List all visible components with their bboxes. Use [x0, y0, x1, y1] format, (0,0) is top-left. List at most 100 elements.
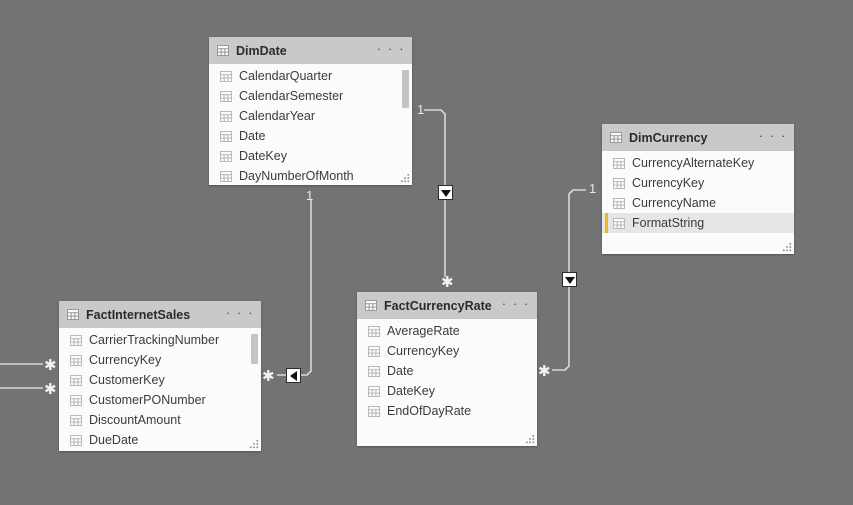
field-label: CurrencyKey: [89, 353, 162, 367]
field-label: DateKey: [387, 384, 435, 398]
arrow-triangle-icon: [440, 189, 451, 197]
field-label: DueDate: [89, 433, 139, 447]
field-label: CarrierTrackingNumber: [89, 333, 220, 347]
table-header-factcurrencyrate[interactable]: FactCurrencyRate · · ·: [357, 292, 537, 319]
table-grid-icon: [70, 354, 82, 366]
table-grid-icon: [70, 414, 82, 426]
table-grid-icon: [220, 170, 232, 182]
field-label: DayNumberOfMonth: [239, 169, 354, 183]
table-grid-icon: [368, 325, 380, 337]
field-row[interactable]: DayNumberOfMonth: [209, 166, 412, 185]
cardinality-one-label: 1: [417, 102, 425, 117]
table-grid-icon: [217, 45, 229, 56]
field-row[interactable]: CurrencyKey: [59, 350, 261, 370]
field-label: CustomerKey: [89, 373, 165, 387]
table-more-options-button[interactable]: · · ·: [225, 304, 254, 320]
table-grid-icon: [70, 394, 82, 406]
field-label: CurrencyAlternateKey: [632, 156, 755, 170]
cross-filter-direction-arrow[interactable]: [562, 272, 577, 287]
field-row[interactable]: CurrencyAlternateKey: [602, 153, 794, 173]
table-grid-icon: [220, 90, 232, 102]
field-row[interactable]: DateKey: [209, 146, 412, 166]
field-row[interactable]: DateKey: [357, 381, 537, 401]
table-more-options-button[interactable]: · · ·: [501, 295, 530, 311]
table-title: FactInternetSales: [86, 307, 191, 322]
arrow-triangle-icon: [564, 276, 575, 284]
table-card-factinternetsales[interactable]: FactInternetSales · · · CarrierTrackingNum…: [59, 301, 261, 451]
field-row[interactable]: CalendarQuarter: [209, 66, 412, 86]
cross-filter-direction-arrow[interactable]: [286, 368, 301, 383]
field-row[interactable]: CurrencyName: [602, 193, 794, 213]
table-more-options-button[interactable]: · · ·: [758, 127, 787, 143]
field-label: CalendarQuarter: [239, 69, 333, 83]
table-grid-icon: [610, 132, 622, 143]
table-grid-icon: [613, 177, 625, 189]
field-row[interactable]: CarrierTrackingNumber: [59, 330, 261, 350]
field-row[interactable]: EndOfDayRate: [357, 401, 537, 421]
table-grid-icon: [220, 150, 232, 162]
field-label: AverageRate: [387, 324, 460, 338]
table-grid-icon: [70, 334, 82, 346]
arrow-triangle-icon: [290, 370, 297, 381]
cardinality-one-label: 1: [589, 181, 597, 196]
field-label: DateKey: [239, 149, 287, 163]
table-grid-icon: [368, 385, 380, 397]
cardinality-many-marker: ✱: [441, 274, 454, 291]
field-label: EndOfDayRate: [387, 404, 472, 418]
table-grid-icon: [67, 309, 79, 320]
field-row[interactable]: CurrencyKey: [357, 341, 537, 361]
field-row[interactable]: CustomerPONumber: [59, 390, 261, 410]
table-grid-icon: [70, 374, 82, 386]
field-label: CurrencyKey: [387, 344, 460, 358]
field-row[interactable]: AverageRate: [357, 321, 537, 341]
field-label: DiscountAmount: [89, 413, 181, 427]
cardinality-many-marker: ✱: [44, 381, 57, 398]
cardinality-many-marker: ✱: [538, 363, 551, 380]
resize-grip-icon[interactable]: [250, 440, 259, 449]
field-row[interactable]: CurrencyKey: [602, 173, 794, 193]
table-grid-icon: [613, 197, 625, 209]
table-grid-icon: [365, 300, 377, 311]
field-row[interactable]: CalendarYear: [209, 106, 412, 126]
table-header-dimcurrency[interactable]: DimCurrency· · ·: [602, 124, 794, 151]
field-row[interactable]: Date: [209, 126, 412, 146]
field-row[interactable]: CalendarSemester: [209, 86, 412, 106]
table-grid-icon: [613, 217, 625, 229]
field-row[interactable]: DueDate: [59, 430, 261, 450]
table-grid-icon: [368, 405, 380, 417]
field-list-scrollbar[interactable]: [402, 70, 409, 108]
field-list-scrollbar[interactable]: [251, 334, 258, 364]
field-row[interactable]: Date: [357, 361, 537, 381]
table-header-dimdate[interactable]: DimDate · · ·: [209, 37, 412, 64]
table-more-options-button[interactable]: · · ·: [376, 40, 405, 56]
relationship-line[interactable]: [277, 199, 312, 376]
field-row[interactable]: CustomerKey: [59, 370, 261, 390]
field-label: CustomerPONumber: [89, 393, 206, 407]
table-title: FactCurrencyRate: [384, 298, 492, 313]
resize-grip-icon[interactable]: [526, 435, 535, 444]
field-row[interactable]: DiscountAmount: [59, 410, 261, 430]
resize-grip-icon[interactable]: [783, 243, 792, 252]
field-label: CalendarYear: [239, 109, 315, 123]
field-label: FormatString: [632, 216, 705, 230]
field-label: CalendarSemester: [239, 89, 344, 103]
field-label: Date: [239, 129, 266, 143]
resize-grip-icon[interactable]: [401, 174, 410, 183]
table-header-factinternetsales[interactable]: FactInternetSales · · ·: [59, 301, 261, 328]
table-grid-icon: [368, 365, 380, 377]
table-title: DimDate: [236, 43, 287, 58]
table-grid-icon: [220, 130, 232, 142]
cross-filter-direction-arrow[interactable]: [438, 185, 453, 200]
table-grid-icon: [70, 434, 82, 446]
field-label: CurrencyKey: [632, 176, 705, 190]
field-row-selected[interactable]: FormatString: [602, 213, 794, 233]
cardinality-many-marker: ✱: [262, 368, 275, 385]
table-grid-icon: [368, 345, 380, 357]
